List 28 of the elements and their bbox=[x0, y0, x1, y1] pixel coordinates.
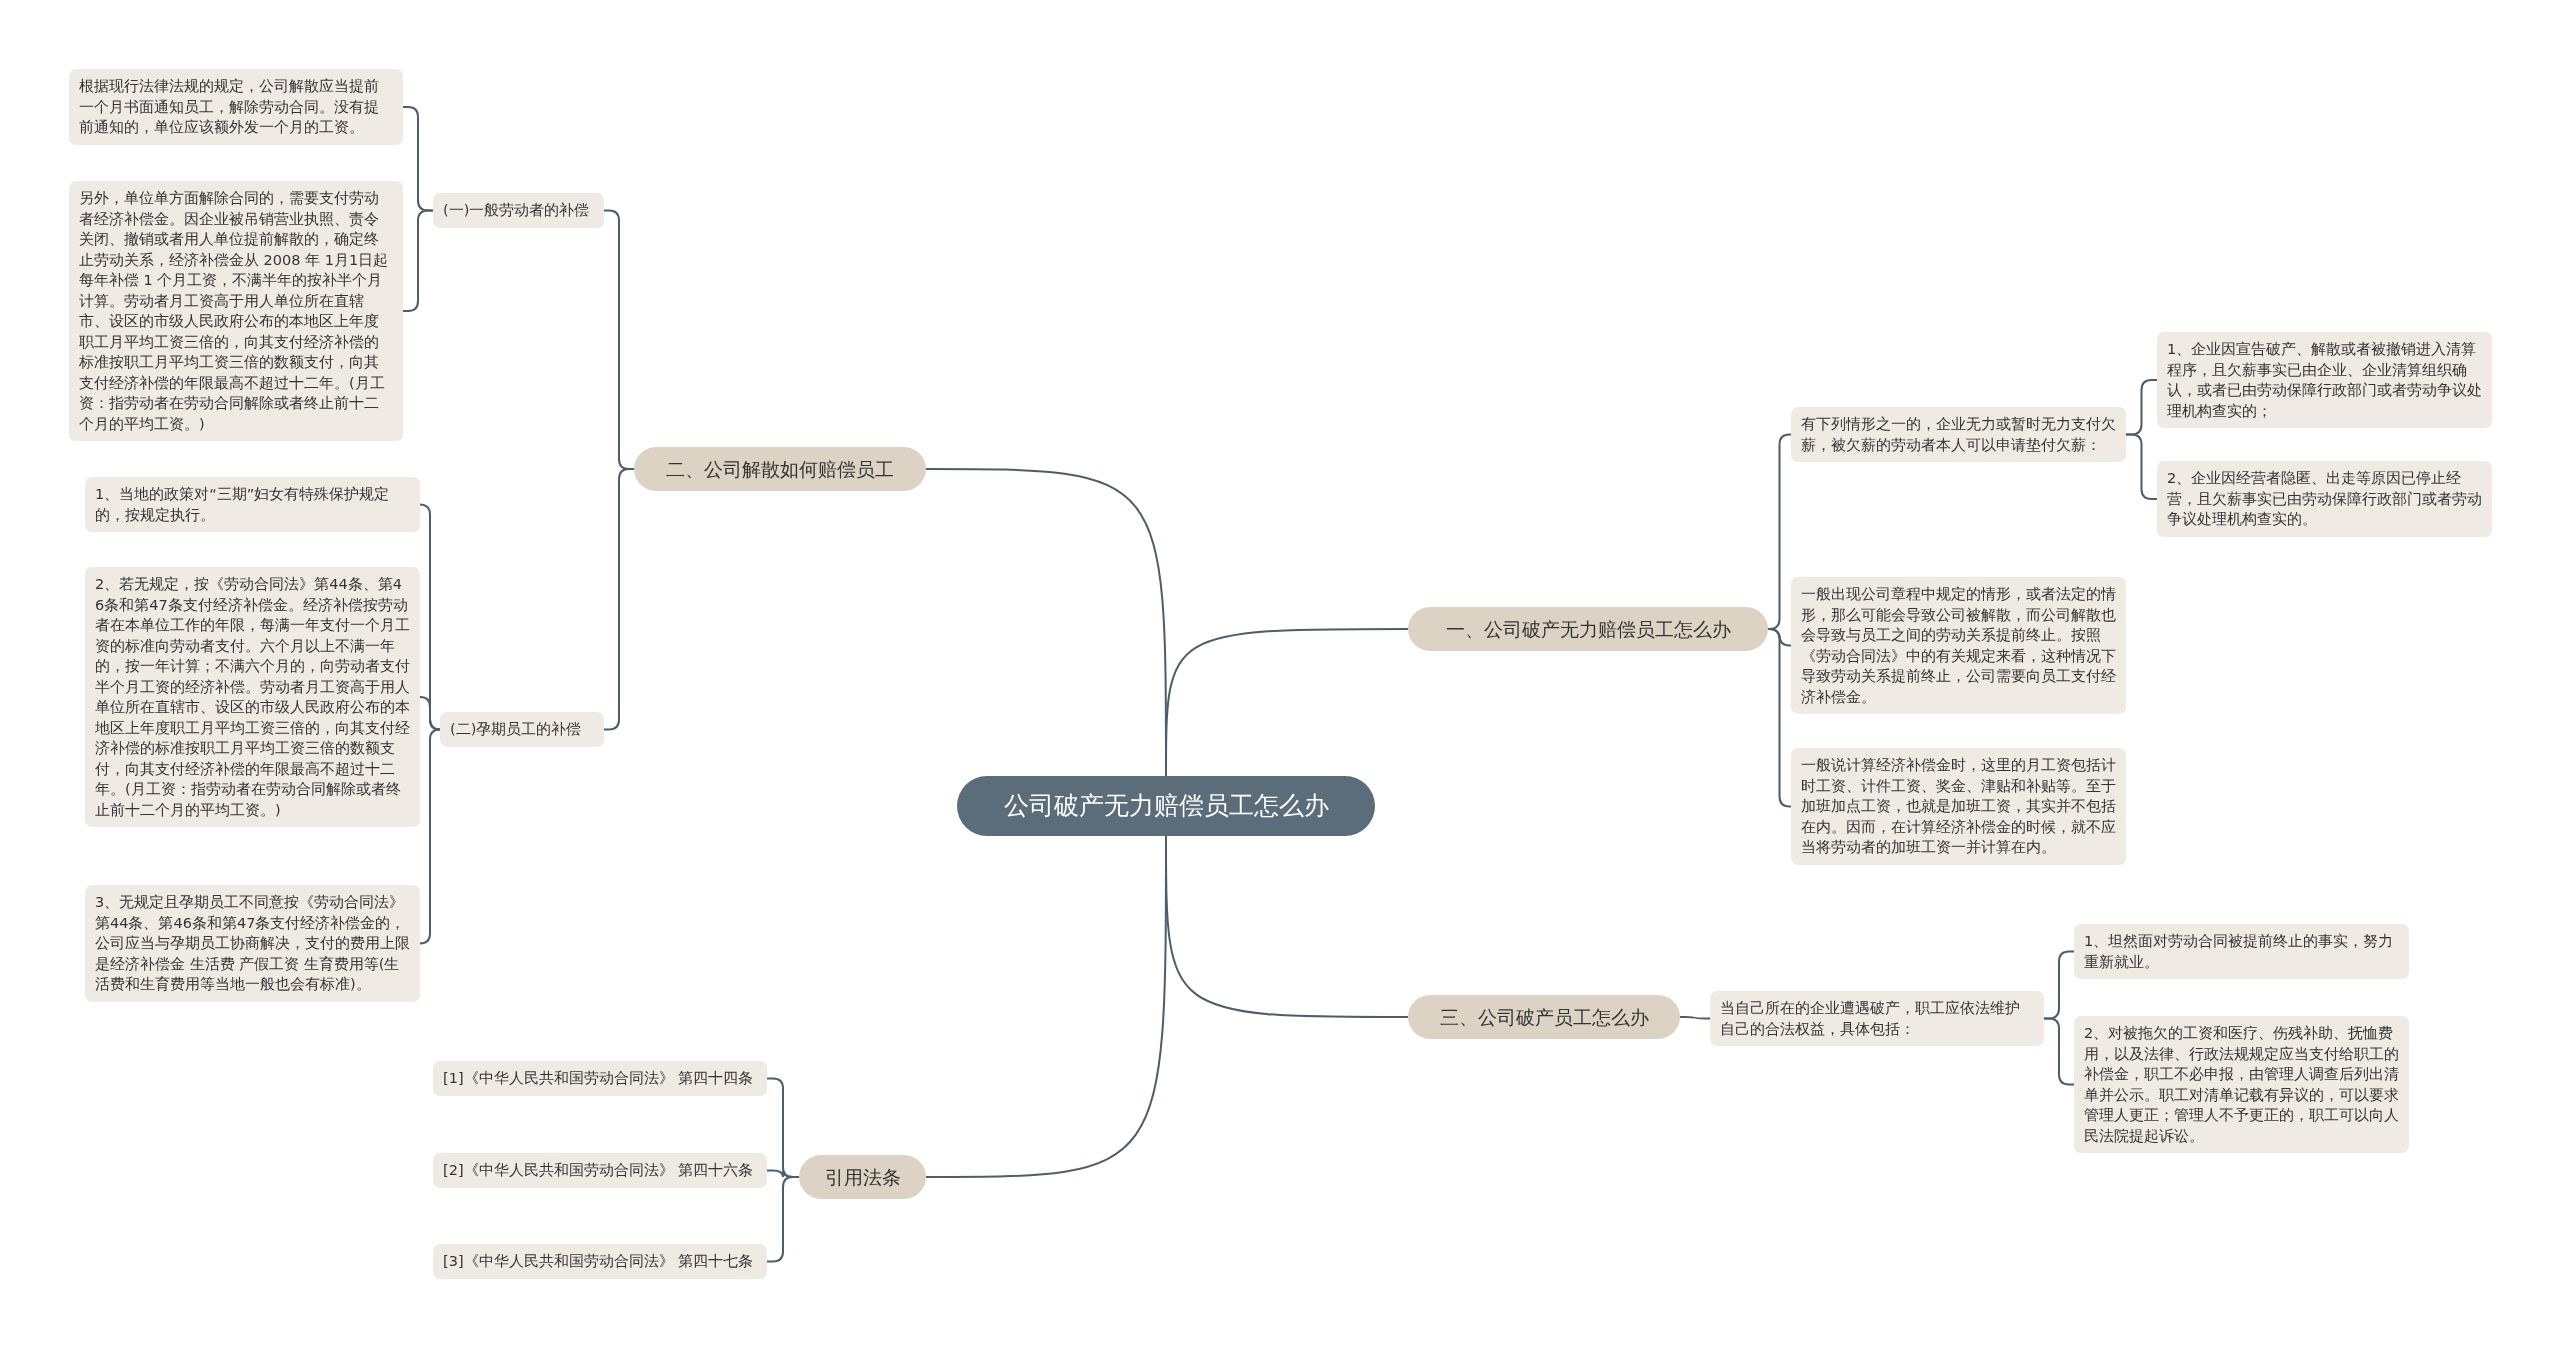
subtopic-card: (二)孕期员工的补偿 bbox=[440, 712, 604, 747]
connector-line bbox=[419, 696, 441, 731]
connector-line bbox=[419, 728, 441, 945]
branch-topic: 引用法条 bbox=[799, 1155, 926, 1199]
subtopic-card: 2、企业因经营者隐匿、出走等原因已停止经营，且欠薪事实已由劳动保障行政部门或者劳动争议处理机构查实的。 bbox=[2157, 461, 2492, 537]
subtopic-card: 3、无规定且孕期员工不同意按《劳动合同法》第44条、第46条和第47条支付经济补偿金的，公司应当与孕期员工协商解决，支付的费用上限是经济补偿金 生活费 产假工资 生育费用等(生活费和生育费用等当地一般也会有标准)。 bbox=[85, 885, 420, 1002]
branch-topic: 二、公司解散如何赔偿员工 bbox=[634, 447, 926, 491]
subtopic-card: [2]《中华人民共和国劳动合同法》 第四十六条 bbox=[433, 1153, 767, 1188]
subtopic-card: 有下列情形之一的，企业无力或暂时无力支付欠薪，被欠薪的劳动者本人可以申请垫付欠薪： bbox=[1791, 407, 2126, 462]
subtopic-card: 1、企业因宣告破产、解散或者被撤销进入清算程序，且欠薪事实已由企业、企业清算组织确认，或者已由劳动保障行政部门或者劳动争议处理机构查实的； bbox=[2157, 332, 2492, 428]
subtopic-card: 1、坦然面对劳动合同被提前终止的事实，努力重新就业。 bbox=[2074, 924, 2409, 979]
subtopic-card: [3]《中华人民共和国劳动合同法》 第四十七条 bbox=[433, 1244, 767, 1279]
subtopic-card: 根据现行法律法规的规定，公司解散应当提前一个月书面通知员工，解除劳动合同。没有提前通知的，单位应该额外发一个月的工资。 bbox=[69, 69, 403, 145]
subtopic-card: 一般出现公司章程中规定的情形，或者法定的情形，那么可能会导致公司被解散，而公司解散也会导致与员工之间的劳动关系提前终止。按照《劳动合同法》中的有关规定来看，这种情况下导致劳动关系提前终止，公司需要向员工支付经济补偿金。 bbox=[1791, 577, 2126, 714]
connector-line bbox=[2125, 433, 2158, 500]
subtopic-card: 2、若无规定，按《劳动合同法》第44条、第46条和第47条支付经济补偿金。经济补偿按劳动者在本单位工作的年限，每满一年支付一个月工资的标准向劳动者支付。六个月以上不满一年的，按一年计算；不满六个月的，向劳动者支付半个月工资的经济补偿。劳动者月工资高于用人单位所在直辖市、设区的市级人民政府公布的本地区上年度职工月平均工资三倍的，向其支付经济补偿的标准按职工月平均工资三倍的数额支付，向其支付经济补偿的年限最高不超过十二年。(月工资：指劳动者在劳动合同解除或者终止前十二个月的平均工资。) bbox=[85, 567, 420, 827]
subtopic-card: 1、当地的政策对“三期”妇女有特殊保护规定的，按规定执行。 bbox=[85, 477, 420, 532]
subtopic-card: [1]《中华人民共和国劳动合同法》 第四十四条 bbox=[433, 1061, 767, 1096]
subtopic-card: 一般说计算经济补偿金时，这里的月工资包括计时工资、计件工资、奖金、津贴和补贴等。至于加班加点工资，也就是加班工资，其实并不包括在内。因而，在计算经济补偿金的时候，就不应当将劳动者的加班工资一并计算在内。 bbox=[1791, 748, 2126, 865]
branch-topic: 一、公司破产无力赔偿员工怎么办 bbox=[1408, 607, 1768, 651]
subtopic-card: 2、对被拖欠的工资和医疗、伤残补助、抚恤费用，以及法律、行政法规规定应当支付给职工的补偿金，职工不必申报，由管理人调查后列出清单并公示。职工对清单记载有异议的，可以要求管理人更正；管理人不予更正的，职工可以向人民法院提起诉讼。 bbox=[2074, 1016, 2409, 1153]
subtopic-card: 当自己所在的企业遭遇破产，职工应依法维护自己的合法权益，具体包括： bbox=[1710, 991, 2044, 1046]
subtopic-card: (一)一般劳动者的补偿 bbox=[433, 193, 604, 228]
subtopic-card: 另外，单位单方面解除合同的，需要支付劳动者经济补偿金。因企业被吊销营业执照、责令关闭、撤销或者用人单位提前解散的，确定终止劳动关系，经济补偿金从 2008 年 1月1日起每年补偿 1 个月工资，不满半年的按补半个月计算。劳动者月工资高于用人单位所在直辖市、设区的市级人民政府公布的本地区上年度职工月平均工资三倍的，向其支付经济补偿的标准按职工月平均工资三倍的数额支付，向其支付经济补偿的年限最高不超过十二年。(月工资：指劳动者在劳动合同解除或者终止前十二个月的平均工资。) bbox=[69, 181, 403, 441]
connector-line bbox=[1767, 628, 1792, 808]
branch-topic: 三、公司破产员工怎么办 bbox=[1408, 995, 1680, 1039]
connector-line bbox=[1679, 1016, 1711, 1020]
central-topic: 公司破产无力赔偿员工怎么办 bbox=[957, 776, 1375, 836]
